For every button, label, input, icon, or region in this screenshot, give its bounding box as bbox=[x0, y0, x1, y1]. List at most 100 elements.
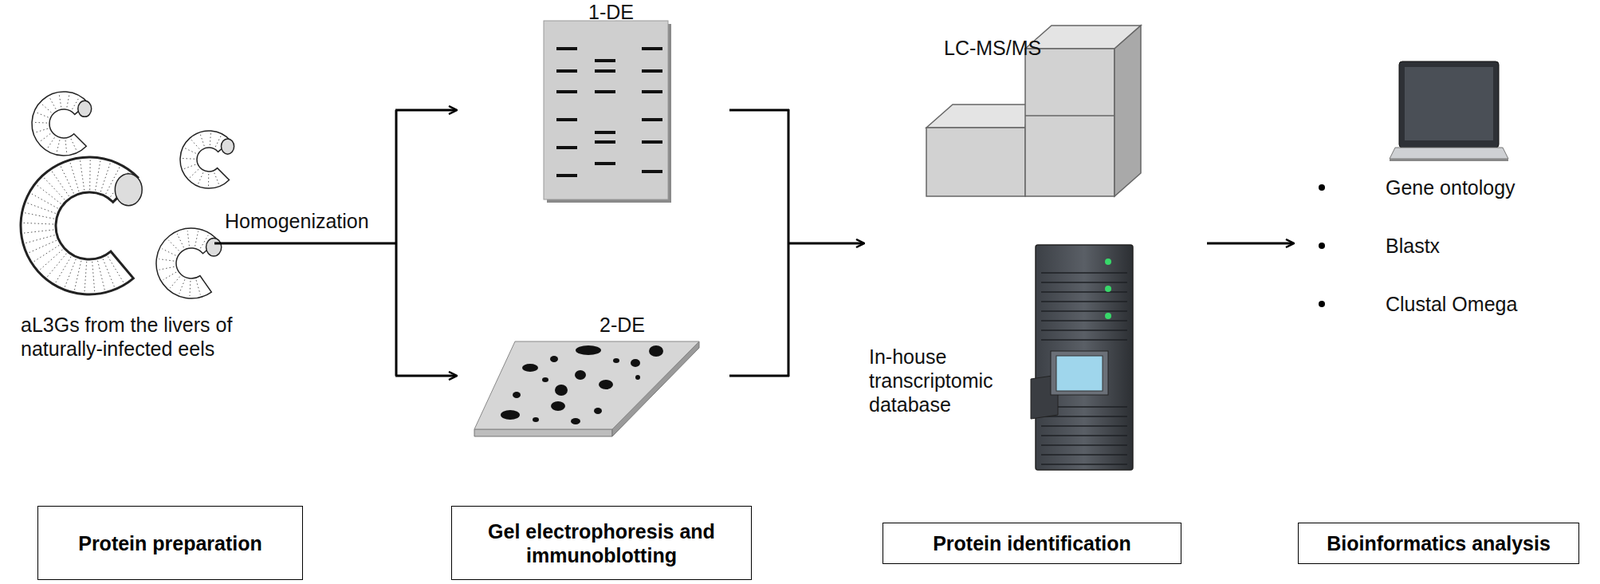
larva-ring bbox=[89, 159, 91, 190]
larva-ring bbox=[56, 139, 60, 153]
1de-gel bbox=[543, 20, 672, 203]
stage-box: Bioinformatics analysis bbox=[1297, 522, 1580, 564]
larva-ring bbox=[39, 133, 51, 142]
larva-ring bbox=[70, 138, 77, 150]
rack-slot bbox=[1041, 271, 1128, 274]
rack-slot bbox=[1041, 290, 1128, 293]
larva-ring bbox=[188, 280, 191, 296]
step-label: Homogenization bbox=[224, 208, 370, 233]
larva-ring bbox=[161, 248, 176, 256]
2de-gel bbox=[474, 341, 700, 437]
larva-ring bbox=[64, 259, 76, 287]
rack-slot bbox=[1041, 415, 1128, 417]
larva-ring bbox=[215, 136, 221, 147]
larva-ring bbox=[51, 171, 70, 197]
larva-ring bbox=[107, 256, 124, 284]
larva-ring bbox=[184, 164, 196, 169]
larva-ring bbox=[25, 235, 56, 244]
server-rack bbox=[1030, 244, 1133, 470]
larva-ring bbox=[169, 276, 180, 288]
larva-ring bbox=[49, 98, 56, 110]
larva-ring bbox=[163, 271, 177, 280]
larva-ring bbox=[196, 279, 201, 295]
larva-ring bbox=[176, 233, 184, 248]
rack-slot bbox=[1041, 444, 1128, 446]
larva-ring bbox=[179, 279, 185, 294]
rack-slot bbox=[1041, 319, 1128, 322]
larva-ring bbox=[195, 231, 199, 247]
larva-ring bbox=[214, 172, 220, 185]
larva-ring bbox=[100, 162, 111, 192]
larva-ring bbox=[159, 266, 175, 270]
instrument-label: LC-MS/MS bbox=[943, 35, 1042, 60]
larva-ring bbox=[23, 229, 55, 233]
larva-ring bbox=[24, 212, 55, 219]
larva-ring bbox=[65, 140, 67, 154]
larva-ring bbox=[102, 259, 115, 287]
rack-slot bbox=[1041, 310, 1128, 312]
larva-ring bbox=[187, 230, 189, 246]
larva-ring bbox=[34, 121, 48, 124]
larva-ring bbox=[47, 137, 56, 148]
rack-slot bbox=[1041, 453, 1128, 456]
rack-slot bbox=[1041, 281, 1128, 284]
rack-slot bbox=[1041, 434, 1128, 437]
larva-body bbox=[31, 91, 89, 156]
rack-slot bbox=[1041, 329, 1128, 331]
larva-illustration bbox=[20, 91, 235, 299]
larva-ring bbox=[28, 239, 57, 252]
larva-ring bbox=[70, 162, 79, 192]
larva-ring bbox=[41, 103, 52, 113]
rack-slot bbox=[1041, 338, 1128, 341]
stage-box: Gel electrophoresis and immunoblotting bbox=[451, 505, 752, 580]
larva-ring bbox=[60, 165, 74, 193]
larva-ring bbox=[33, 244, 59, 262]
mass-spectrometer bbox=[926, 25, 1141, 197]
bullet-points bbox=[1318, 184, 1325, 307]
larva-ring bbox=[208, 173, 209, 186]
larva-ring bbox=[55, 256, 71, 284]
larva-ring bbox=[98, 260, 106, 291]
tool-name: Clustal Omega bbox=[1385, 291, 1518, 316]
larva-body bbox=[180, 130, 232, 189]
larva-ring bbox=[36, 184, 61, 204]
gel-label: 1-DE bbox=[588, 0, 634, 24]
larva-ring bbox=[200, 134, 205, 146]
larva-ring bbox=[168, 239, 179, 252]
stage-title: Protein preparation bbox=[78, 530, 263, 555]
larva-ring bbox=[36, 112, 49, 118]
specimen-caption: aL3Gs from the livers of naturally-infec… bbox=[20, 312, 284, 361]
larva-ring bbox=[92, 261, 95, 292]
stage-title: Bioinformatics analysis bbox=[1326, 530, 1551, 555]
tool-name: Gene ontology bbox=[1385, 175, 1516, 200]
larva-ring bbox=[95, 160, 101, 190]
larva-ring bbox=[43, 177, 65, 201]
laptop bbox=[1389, 61, 1509, 162]
larva-body bbox=[156, 228, 219, 299]
larva-ring bbox=[84, 261, 87, 292]
stage-box: Protein identification bbox=[882, 522, 1182, 564]
larva-ring bbox=[31, 193, 58, 209]
larva-ring bbox=[47, 253, 67, 277]
tool-name: Blastx bbox=[1385, 233, 1440, 258]
rack-slot bbox=[1041, 424, 1128, 427]
larva-ring bbox=[184, 148, 197, 154]
rack-slot bbox=[1041, 463, 1128, 465]
larva-ring bbox=[189, 169, 199, 177]
larva-ring bbox=[158, 259, 174, 261]
larva-head bbox=[78, 100, 92, 117]
larva-ring bbox=[182, 157, 195, 160]
larva-ring bbox=[66, 94, 70, 108]
larva-head bbox=[206, 237, 222, 256]
larva-ring bbox=[79, 160, 84, 191]
larva-ring bbox=[39, 249, 63, 270]
stage-box: Protein preparation bbox=[37, 505, 303, 580]
stage-title: Gel electrophoresis and immunoblotting bbox=[463, 518, 740, 567]
gel-label: 2-DE bbox=[599, 312, 645, 337]
larva-ring bbox=[198, 172, 204, 184]
larva-ring bbox=[58, 94, 61, 107]
larva-ring bbox=[23, 222, 54, 225]
larva-ring bbox=[74, 260, 82, 291]
